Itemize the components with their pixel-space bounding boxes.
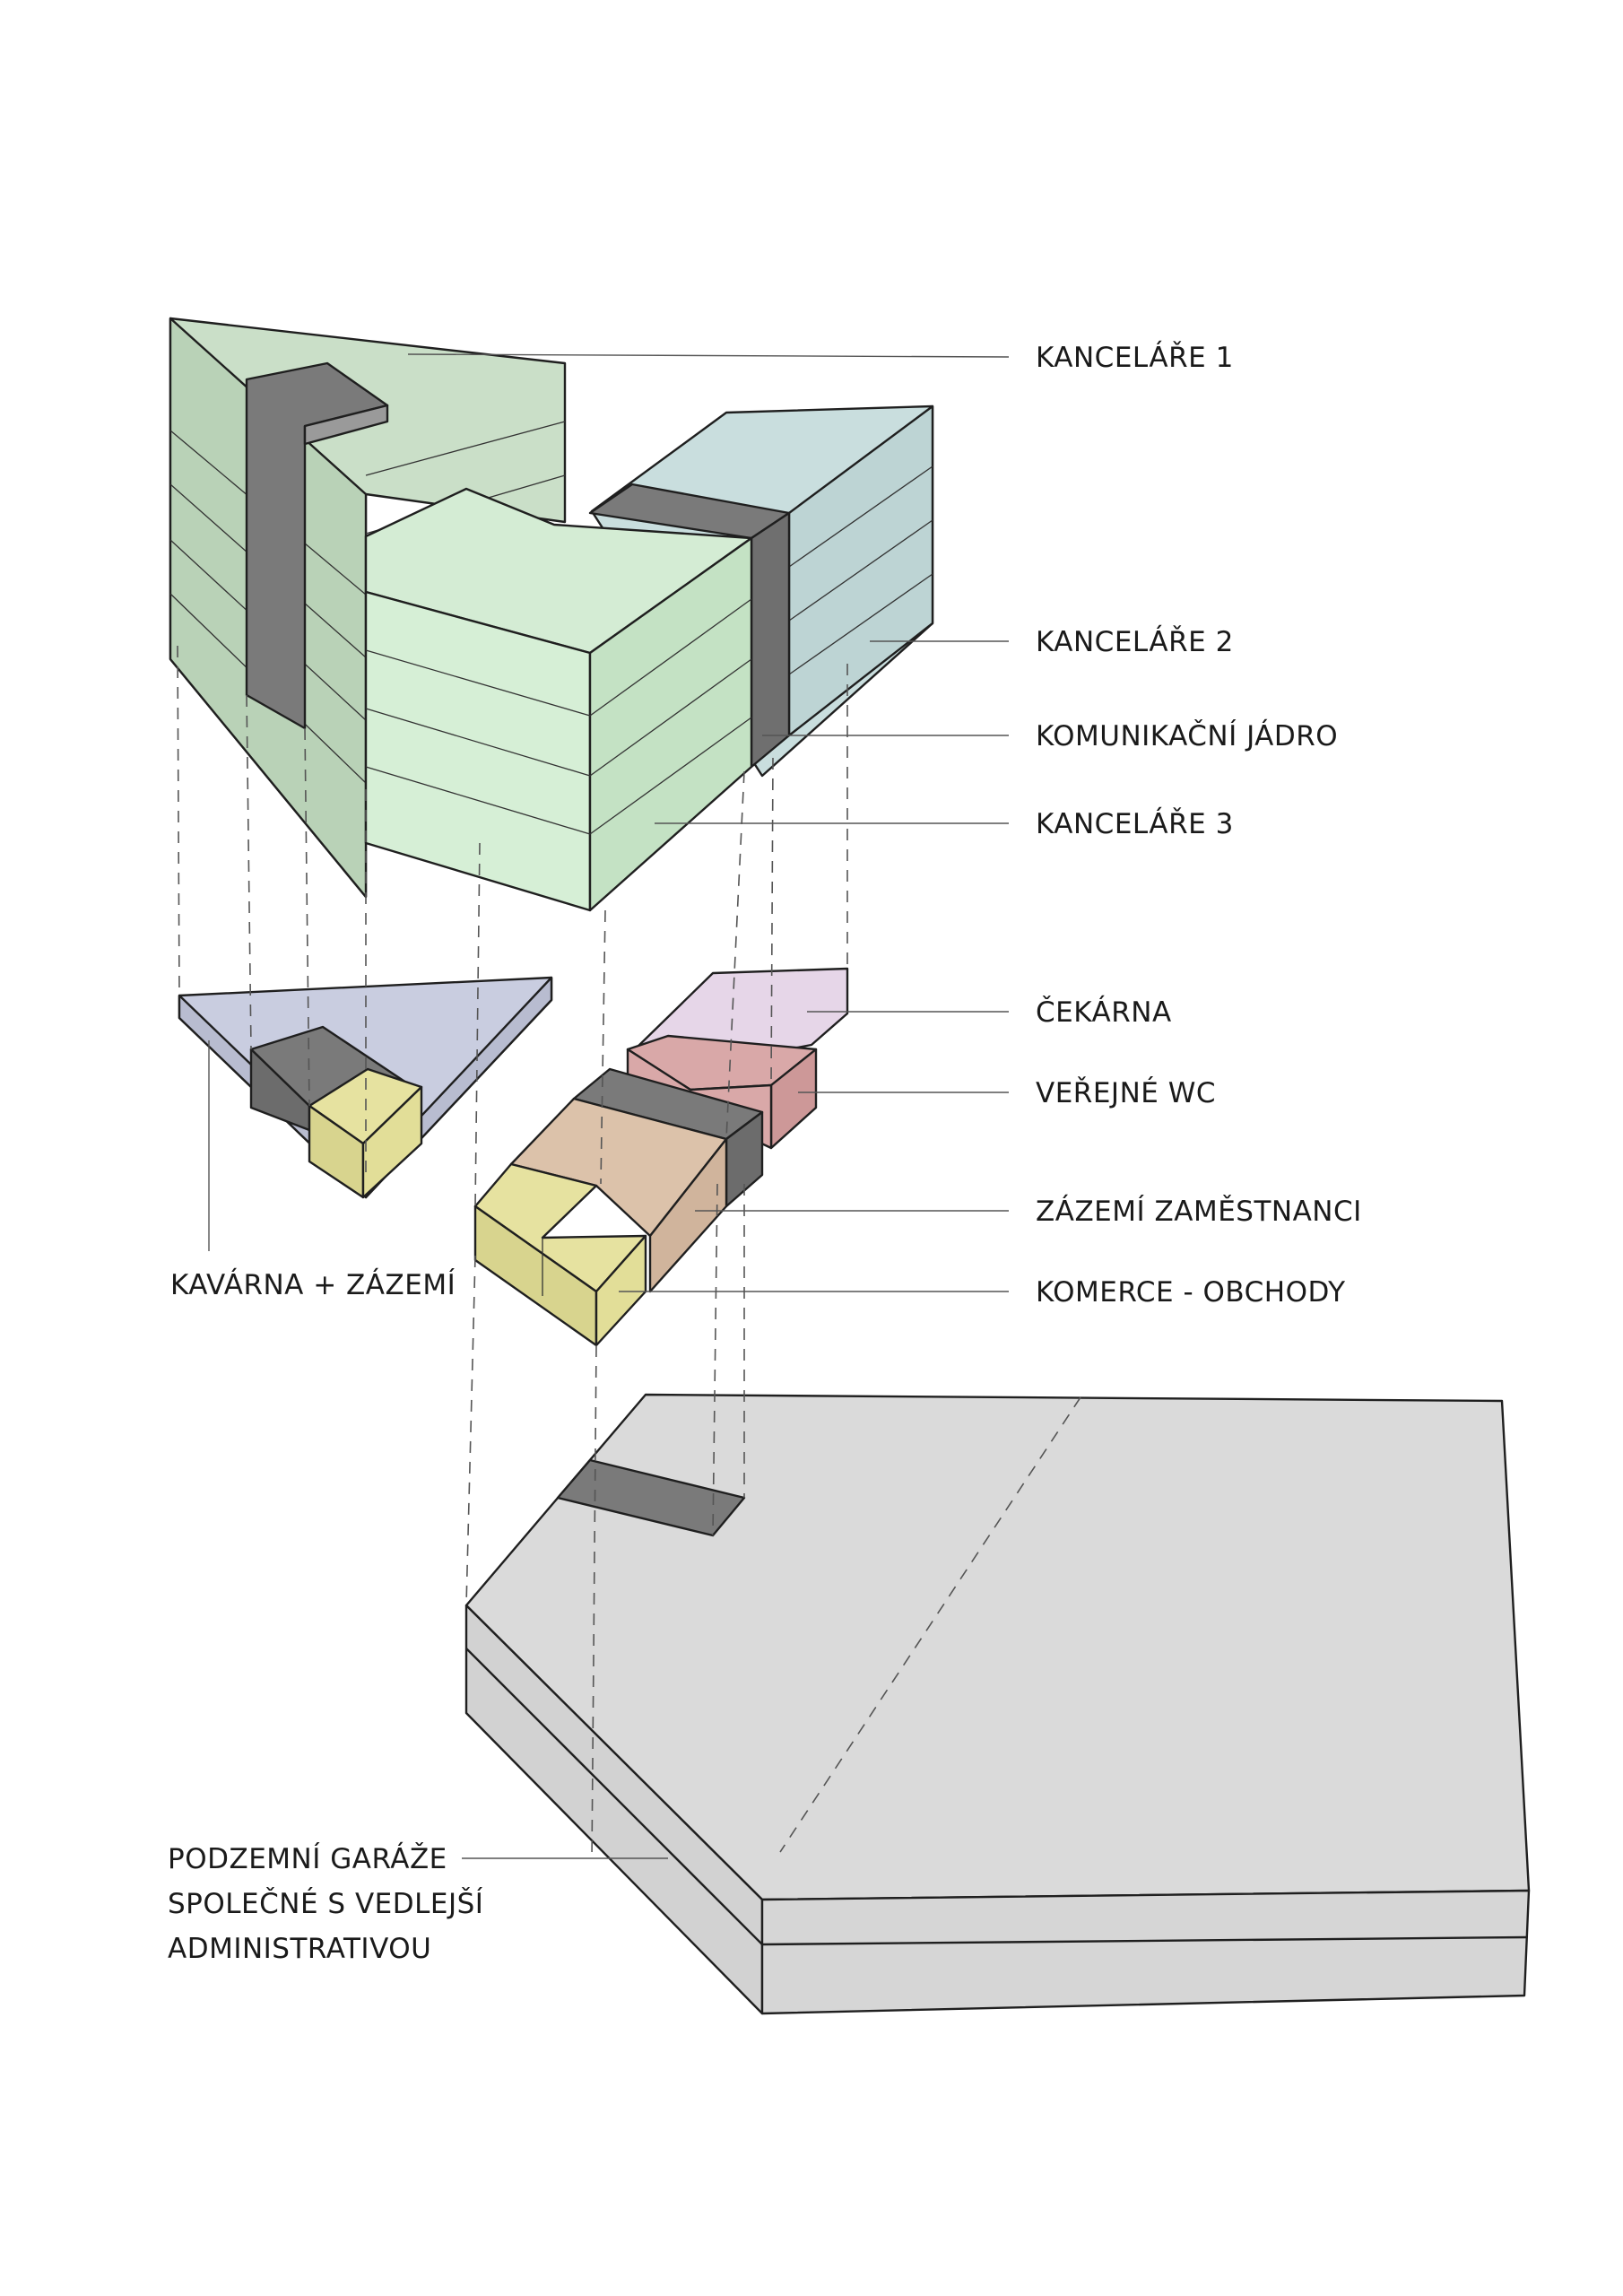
label-garaze-line-2: SPOLEČNÉ S VEDLEJŠÍ [168, 1887, 483, 1920]
kancelare-3-volume [364, 487, 753, 912]
labels: KANCELÁŘE 1 KANCELÁŘE 2 KOMUNIKAČNÍ JÁDR… [168, 342, 1362, 1965]
label-cekarna: ČEKÁRNA [1036, 996, 1172, 1029]
label-garaze-line-3: ADMINISTRATIVOU [168, 1933, 431, 1965]
garage-volume [464, 1393, 1531, 2015]
label-kavarna-zazemi: KAVÁRNA + ZÁZEMÍ [170, 1269, 456, 1301]
label-kancelare-3: KANCELÁŘE 3 [1036, 808, 1234, 840]
label-zazemi-zamestnanci: ZÁZEMÍ ZAMĚSTNANCI [1036, 1196, 1362, 1228]
label-kancelare-1: KANCELÁŘE 1 [1036, 342, 1234, 374]
office-building [169, 317, 934, 912]
leader-lines [208, 353, 1010, 1859]
commercial-floor [473, 967, 849, 1347]
label-garaze-line-1: PODZEMNÍ GARÁŽE [168, 1843, 447, 1875]
label-komunikacni-jadro: KOMUNIKAČNÍ JÁDRO [1036, 719, 1338, 752]
projection-lines [177, 645, 848, 1862]
label-verejne-wc: VEŘEJNÉ WC [1036, 1077, 1216, 1109]
label-kancelare-2: KANCELÁŘE 2 [1036, 626, 1234, 658]
label-komerce-obchody: KOMERCE - OBCHODY [1036, 1276, 1346, 1309]
